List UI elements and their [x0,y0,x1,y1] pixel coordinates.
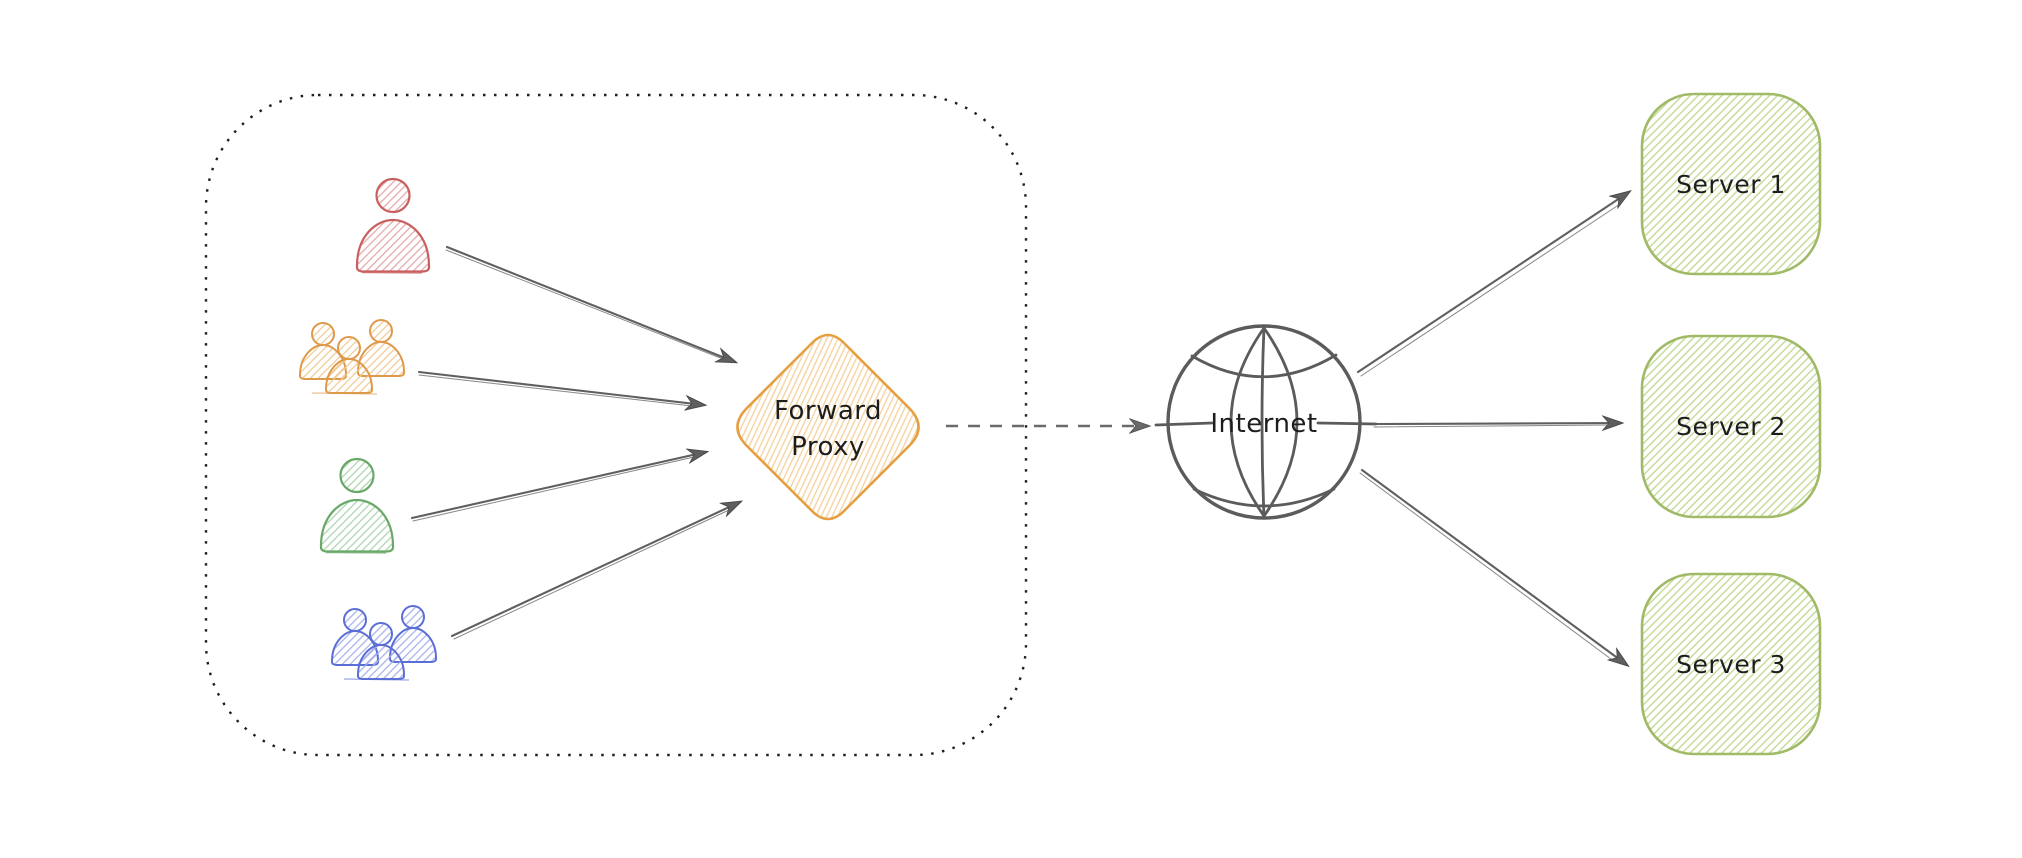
globe-meridian-center [1260,325,1266,519]
forward-proxy-label-line2: Proxy [791,432,865,462]
single-user-icon-green [319,457,395,554]
arrow-client-orange-to-proxy [417,370,704,405]
server-node-1: Server 1 [1640,92,1822,276]
client-arrows [410,245,740,640]
globe-latitude-bottom [1192,487,1336,508]
globe-latitude-top [1190,353,1338,379]
arrow-echo [453,509,730,640]
server-2-label: Server 2 [1676,412,1786,441]
arrow-internet-to-server-1 [1356,192,1629,374]
internet-node: Internet [1154,324,1378,520]
arrow-echo [418,374,693,407]
server-arrows [1356,192,1629,665]
globe-equator [1154,421,1378,427]
server-1-label: Server 1 [1676,170,1786,199]
arrow-echo [412,456,695,522]
user-group-icon-blue [330,605,438,681]
server-node-2: Server 2 [1640,334,1822,519]
arrow-internet-to-server-2 [1372,423,1621,424]
globe-meridian-right [1262,326,1299,518]
globe-meridian-left [1229,326,1266,518]
clients-boundary [204,93,1028,757]
server-1-box [1640,92,1822,276]
server-node-3: Server 3 [1640,572,1822,756]
arrow-echo [1373,424,1609,428]
server-nodes: Server 1 Server 2 Server 3 [1640,92,1822,756]
arrow-internet-to-server-3 [1360,468,1627,665]
user-group-icon-orange [298,319,406,395]
arrow-echo [1360,203,1621,377]
arrow-echo [445,249,724,360]
arrow-client-green-to-proxy [410,452,706,520]
internet-label: Internet [1210,409,1317,439]
forward-proxy-label-line1: Forward [774,396,882,426]
server-3-label: Server 3 [1676,650,1786,679]
server-3-box [1640,572,1822,756]
arrow-client-red-to-proxy [445,245,735,362]
server-2-box [1640,334,1822,519]
forward-proxy-node: Forward Proxy [736,333,920,521]
arrow-client-blue-to-proxy [450,502,740,638]
arrow-echo [1359,472,1616,663]
single-user-icon-red [355,177,431,274]
forward-proxy-diamond [736,333,920,521]
